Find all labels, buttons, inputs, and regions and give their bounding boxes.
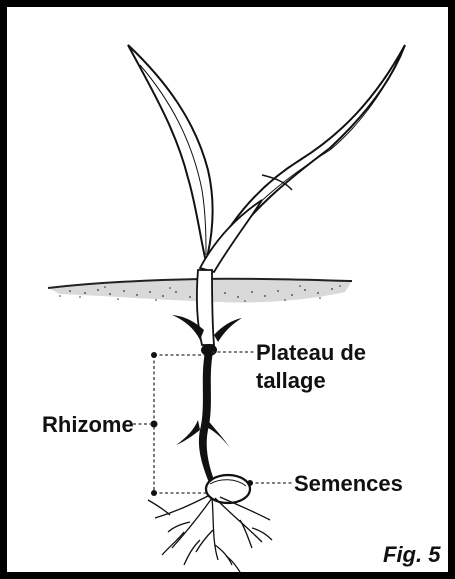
rhizome-stem [176,352,230,485]
label-rhizome: Rhizome [42,412,134,437]
label-semences: Semences [294,471,403,496]
label-plateau-line2: tallage [256,368,326,393]
label-plateau-line1: Plateau de [256,340,366,365]
leaf-left [128,45,213,262]
roots [148,496,272,572]
figure-caption: Fig. 5 [383,542,441,567]
seed-marker [247,480,253,486]
